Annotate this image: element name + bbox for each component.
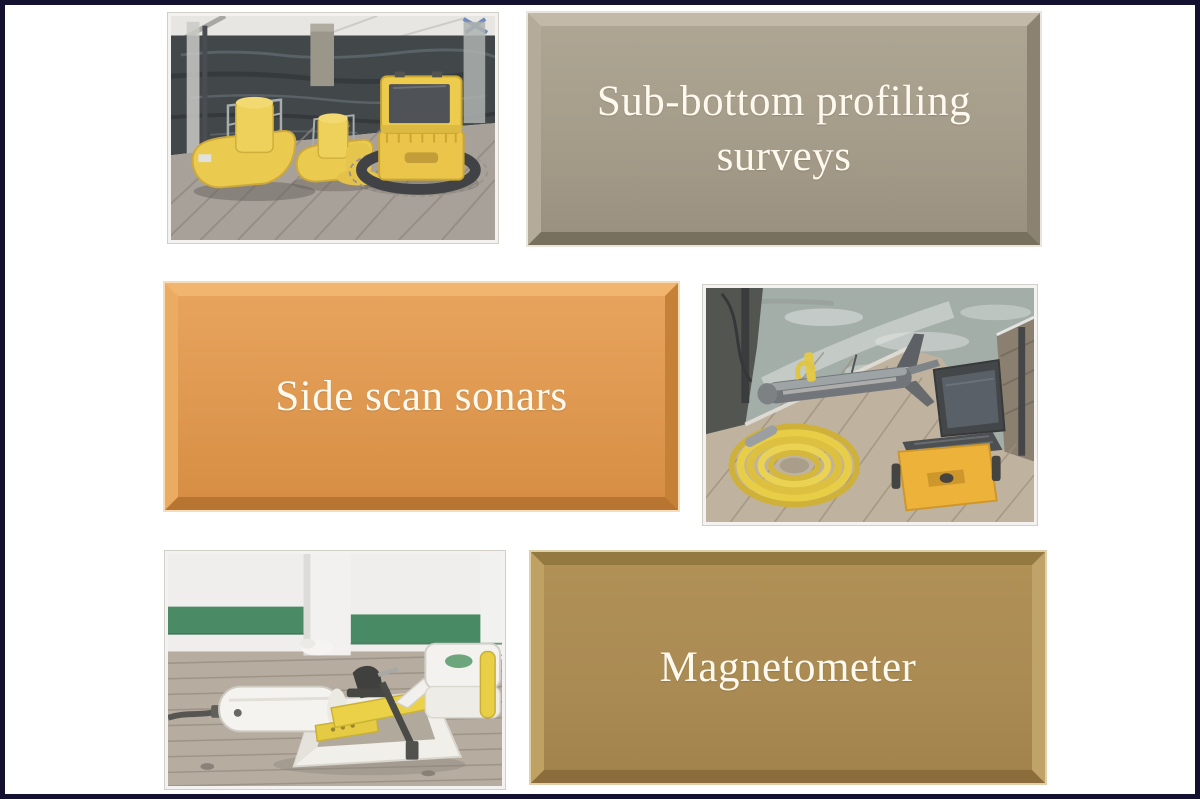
magnetometer-photo-graphic xyxy=(168,554,502,786)
magnetometer-label: Magnetometer xyxy=(659,643,917,691)
sub-bottom-label-box: Sub-bottom profiling surveys xyxy=(526,11,1042,247)
side-scan-label-box: Side scan sonars xyxy=(163,281,680,512)
sub-bottom-profiler-photo xyxy=(167,12,499,244)
side-scan-photo-graphic xyxy=(706,288,1034,522)
magnetometer-photo xyxy=(164,550,506,790)
magnetometer-label-box: Magnetometer xyxy=(529,550,1047,785)
side-scan-label: Side scan sonars xyxy=(275,372,568,420)
sub-bottom-label: Sub-bottom profiling surveys xyxy=(596,77,972,180)
sub-bottom-photo-graphic xyxy=(171,16,495,240)
side-scan-sonar-photo xyxy=(702,284,1038,526)
